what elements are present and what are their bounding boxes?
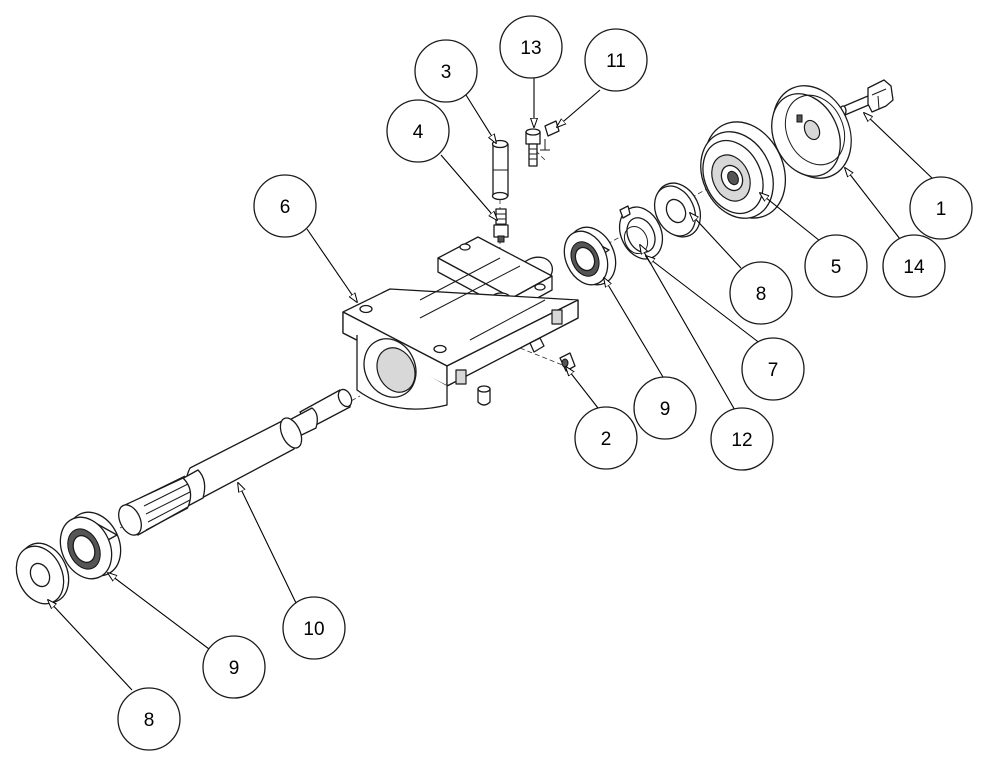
- balloon-2: 2: [574, 406, 638, 470]
- balloon-13: 13: [499, 15, 563, 79]
- balloon-label: 4: [413, 122, 424, 143]
- balloon-label: 14: [903, 257, 925, 278]
- part-end-cap: [771, 85, 852, 179]
- balloon-8-right: 8: [729, 261, 793, 325]
- balloon-label: 1: [936, 199, 947, 220]
- balloon-9-left: 9: [202, 635, 266, 699]
- part-cap-screw: [525, 128, 541, 167]
- balloon-4: 4: [386, 99, 450, 163]
- balloon-1: 1: [909, 176, 973, 240]
- part-small-cap: [540, 120, 560, 151]
- part-washer-right: [653, 182, 702, 238]
- balloon-label: 8: [144, 710, 155, 731]
- balloon-label: 6: [280, 197, 291, 218]
- balloon-label: 13: [520, 38, 541, 59]
- balloon-label: 11: [606, 51, 626, 72]
- part-housing: [342, 236, 579, 410]
- part-bolt: [839, 79, 894, 117]
- balloon-11: 11: [584, 28, 648, 92]
- balloon-label: 8: [756, 284, 767, 305]
- part-washer-left: [15, 542, 70, 605]
- part-pin: [491, 139, 509, 201]
- balloon-10: 10: [282, 596, 346, 660]
- balloon-label: 3: [441, 62, 452, 83]
- balloon-label: 9: [229, 658, 240, 679]
- leader-lines: [48, 75, 934, 691]
- part-bearing-right: [563, 226, 617, 286]
- part-shaft: [118, 388, 353, 536]
- balloon-label: 12: [731, 430, 752, 451]
- balloon-5: 5: [804, 234, 868, 298]
- balloon-label: 7: [768, 360, 779, 381]
- balloon-label: 10: [303, 619, 324, 640]
- balloon-7: 7: [741, 337, 805, 401]
- balloon-8-left: 8: [117, 687, 181, 751]
- balloon-6: 6: [253, 174, 317, 238]
- part-grease-fitting: [493, 208, 509, 243]
- balloon-3: 3: [414, 39, 478, 103]
- balloon-label: 9: [660, 399, 671, 420]
- balloon-label: 5: [831, 257, 842, 278]
- balloon-9-right: 9: [633, 376, 697, 440]
- balloon-12: 12: [710, 407, 774, 471]
- part-bearing-left: [59, 511, 122, 580]
- balloon-14: 14: [882, 234, 946, 298]
- balloon-label: 2: [601, 429, 612, 450]
